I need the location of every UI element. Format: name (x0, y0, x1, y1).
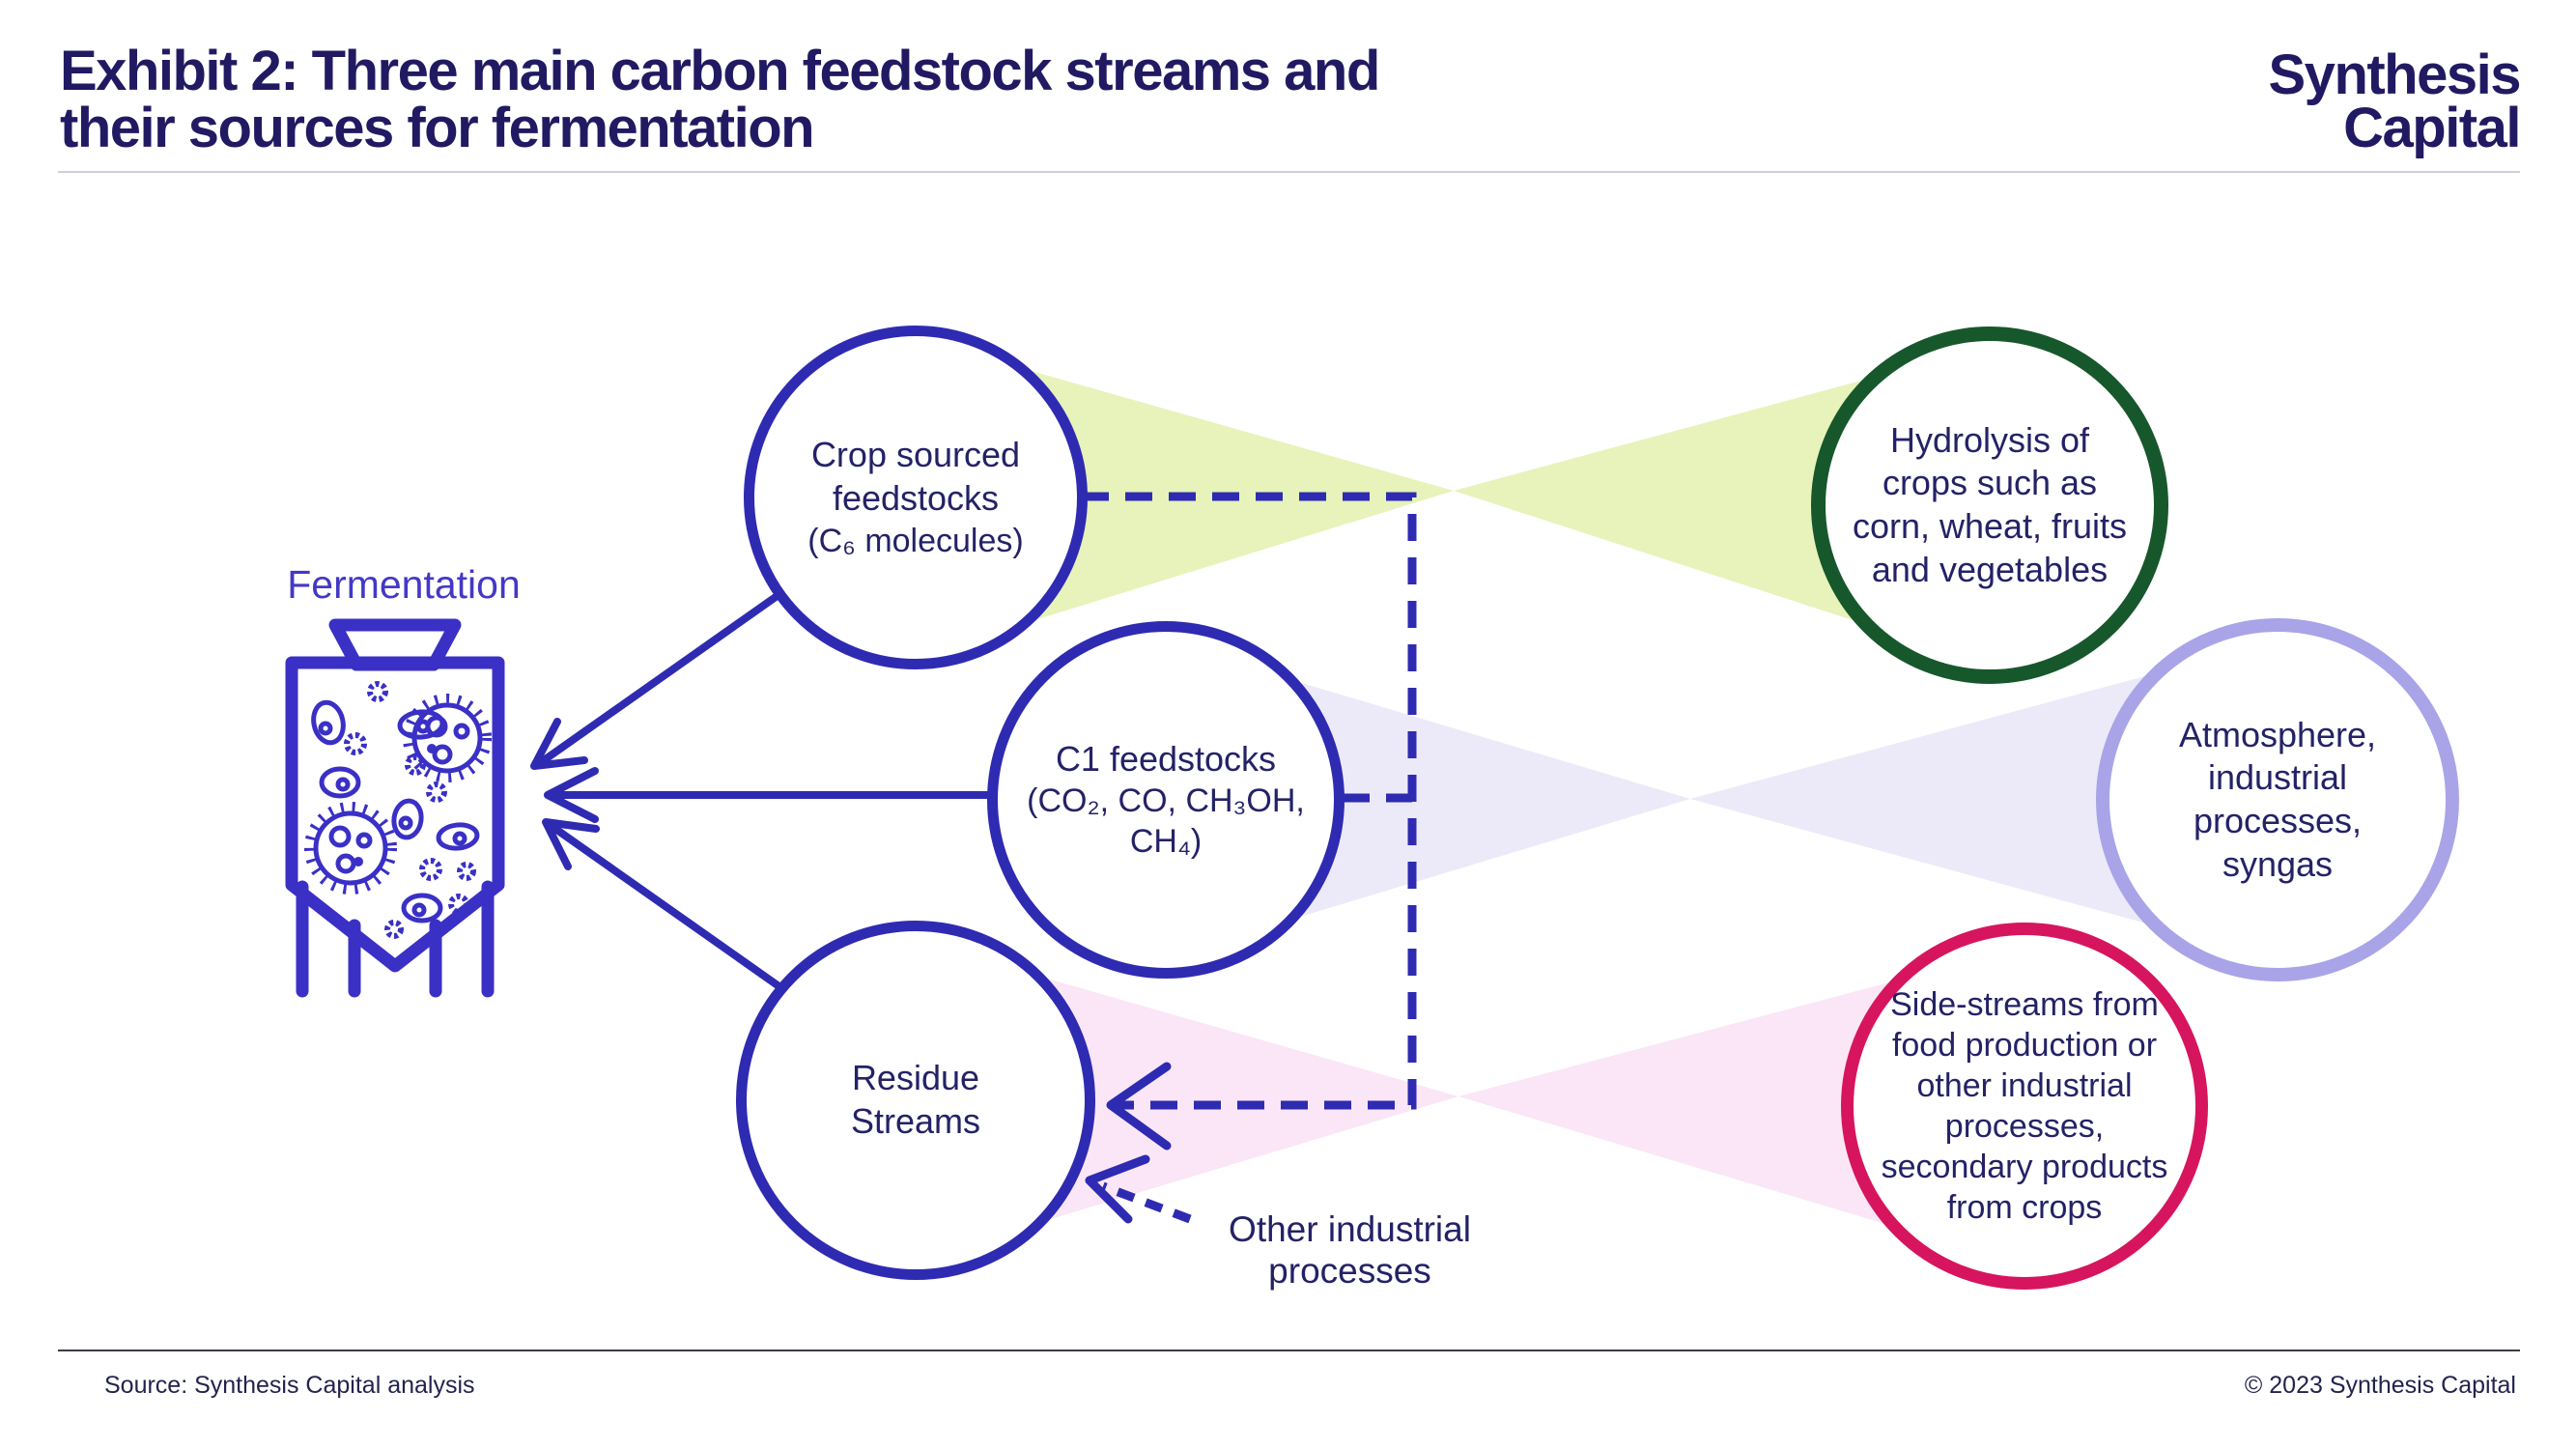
arrowhead-icon (544, 767, 599, 823)
source-note: Source: Synthesis Capital analysis (104, 1372, 475, 1399)
arrow-c1-to-fermenter (544, 767, 995, 823)
microbe-cell-icon (391, 798, 424, 840)
microbe-burst-icon (384, 920, 404, 939)
copyright-note: © 2023 Synthesis Capital (2244, 1372, 2516, 1399)
microbe-burst-icon (344, 732, 367, 755)
node-crop-sourced-feedstocks: Crop sourced feedstocks (C₆ molecules) (744, 326, 1088, 669)
microbe-cell-icon (401, 893, 443, 923)
microbe-large-icon (304, 802, 397, 895)
arrow-residue-to-fermenter (542, 818, 781, 989)
other-industrial-dashed-arrow (1085, 1154, 1192, 1224)
node-c1-feedstocks: C1 feedstocks (CO₂, CO, CH₃OH, CH₄) (987, 621, 1345, 979)
arrowhead-icon (542, 818, 600, 870)
microbe-burst-icon (419, 858, 442, 881)
company-logo-line2: Capital (2343, 97, 2521, 160)
microbe-burst-icon (457, 862, 476, 881)
node-label: Side-streams from food production or oth… (1881, 985, 2168, 1227)
fermenter-legs (296, 880, 495, 998)
fermentation-label: Fermentation (287, 562, 521, 607)
company-logo: Synthesis Capital (2268, 43, 2522, 160)
microbe-large-icon (403, 694, 492, 782)
node-label: Residue Streams (850, 1058, 981, 1141)
microbe-burst-icon (405, 754, 426, 776)
header-divider (58, 171, 2520, 173)
arrowhead-icon (530, 718, 588, 770)
microbe-burst-icon (367, 681, 388, 702)
node-label: Crop sourced feedstocks (810, 435, 1021, 518)
node-atmosphere-syngas: Atmosphere, industrial processes, syngas (2096, 618, 2459, 981)
microbe-burst-icon (426, 781, 447, 803)
fermenter-body (285, 656, 505, 973)
node-label: C1 feedstocks (1055, 738, 1277, 779)
feedback-loop-dashed-line (1082, 492, 1417, 1151)
microbe-cell-icon (436, 822, 480, 851)
microbe-cell-icon (311, 699, 346, 746)
microbe-cell-icon (319, 766, 361, 799)
other-industrial-processes-label: Other industrial processes (1229, 1209, 1471, 1291)
node-sublabel: (C₆ molecules) (807, 522, 1024, 559)
other-industrial-arrowhead-icon (1085, 1154, 1150, 1224)
node-label: Hydrolysis of crops such as corn, wheat,… (1852, 419, 2128, 589)
footer-divider (58, 1350, 2520, 1351)
node-label: Atmosphere, industrial processes, syngas (2178, 714, 2377, 884)
fermenter-tank-icon (285, 618, 505, 998)
node-hydrolysis-of-crops: Hydrolysis of crops such as corn, wheat,… (1811, 327, 2168, 684)
node-side-streams: Side-streams from food production or oth… (1841, 923, 2208, 1290)
node-sublabel: (CO₂, CO, CH₃OH, CH₄) (1027, 782, 1305, 861)
page-title: Exhibit 2: Three main carbon feedstock s… (60, 40, 1380, 160)
feedback-arrowhead-icon (1106, 1062, 1172, 1151)
arrows-to-fermenter (530, 593, 995, 989)
company-logo-line1: Synthesis (2268, 43, 2522, 106)
fermenter-microbes (304, 681, 492, 939)
arrow-crop-to-fermenter (530, 593, 779, 770)
microbe-burst-icon (448, 894, 469, 915)
node-residue-streams: Residue Streams (736, 921, 1095, 1280)
